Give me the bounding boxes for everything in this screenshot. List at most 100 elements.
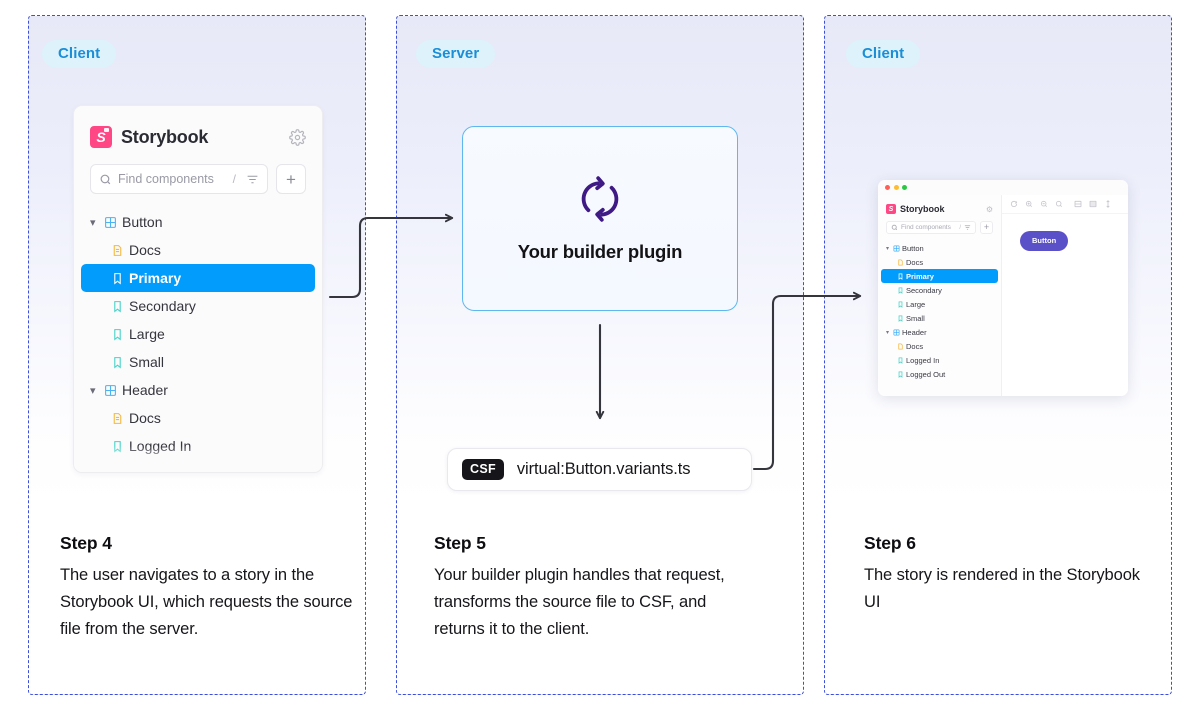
mini-storybook-header: S Storybook ⚙ <box>878 195 1001 214</box>
storybook-sidebar-card: S Storybook Find components / <box>73 105 323 473</box>
tree-row-header-logged-out[interactable]: Logged Out <box>878 367 1001 381</box>
chevron-down-icon: ▾ <box>886 245 890 252</box>
gear-icon[interactable] <box>289 128 306 146</box>
tree-label: Docs <box>129 410 161 426</box>
traffic-light-minimize-icon[interactable] <box>893 185 899 190</box>
tree-label: Docs <box>906 257 924 267</box>
badge-client-right: Client <box>846 40 921 68</box>
story-icon <box>897 272 906 280</box>
step-5-caption: Step 5 Your builder plugin handles that … <box>434 533 744 643</box>
builder-plugin-box: Your builder plugin <box>462 126 738 311</box>
tree-row-header-docs[interactable]: Docs <box>878 339 1001 353</box>
story-icon <box>111 300 129 313</box>
tree-label: Header <box>902 327 927 337</box>
docs-icon <box>897 342 906 350</box>
storybook-logo-icon: S <box>90 126 112 148</box>
step-body: The story is rendered in the Storybook U… <box>864 566 1140 611</box>
step-body: Your builder plugin handles that request… <box>434 566 725 638</box>
tree-fade-overlay <box>74 446 322 472</box>
story-icon <box>111 328 129 341</box>
traffic-light-maximize-icon[interactable] <box>902 185 907 190</box>
tree-row-header-logged-in[interactable]: Logged In <box>878 353 1001 367</box>
component-icon <box>104 384 122 397</box>
gear-icon[interactable]: ⚙ <box>985 204 993 214</box>
tree-label: Button <box>902 243 924 253</box>
tree-row-button-small[interactable]: Small <box>74 348 322 376</box>
tree-row-button-secondary[interactable]: Secondary <box>74 292 322 320</box>
tree-row-button-docs[interactable]: Docs <box>878 255 1001 269</box>
tree-label: Small <box>129 354 165 370</box>
search-placeholder: Find components <box>118 172 214 186</box>
story-icon <box>897 356 906 364</box>
add-component-button[interactable]: + <box>276 164 306 194</box>
tree-label: Large <box>906 299 926 309</box>
measure-icon[interactable] <box>1104 200 1112 208</box>
mini-storybook-window: S Storybook ⚙ Find components / <box>878 180 1128 396</box>
storybook-logo-letter: S <box>888 205 894 213</box>
tree-row-button[interactable]: ▾ Button <box>74 208 322 236</box>
badge-server: Server <box>416 40 496 68</box>
tree-row-button-docs[interactable]: Docs <box>74 236 322 264</box>
search-input[interactable]: Find components / <box>90 164 268 194</box>
mini-sidebar: S Storybook ⚙ Find components / <box>878 195 1002 396</box>
component-icon <box>104 216 122 229</box>
tree-label: Header <box>122 382 168 398</box>
story-icon <box>897 370 906 378</box>
component-icon <box>893 244 902 252</box>
tree-label: Logged In <box>906 355 940 365</box>
mini-window-titlebar <box>878 180 1128 195</box>
search-input[interactable]: Find components / <box>886 221 976 234</box>
story-preview-button[interactable]: Button <box>1020 231 1069 251</box>
tree-row-button-primary[interactable]: Primary <box>81 264 315 292</box>
tree-row-button-small[interactable]: Small <box>878 311 1001 325</box>
mini-search-row: Find components / + <box>878 214 1001 234</box>
chevron-down-icon: ▾ <box>90 384 96 397</box>
storybook-wordmark: Storybook <box>121 126 209 147</box>
tree-label: Button <box>122 214 163 230</box>
refresh-circular-arrows-icon <box>581 175 619 222</box>
zoom-reset-icon[interactable] <box>1055 200 1063 208</box>
tree-label: Logged Out <box>906 369 946 379</box>
tree-row-button-large[interactable]: Large <box>878 297 1001 311</box>
tree-row-header[interactable]: ▾ Header <box>878 325 1001 339</box>
tree-row-button-primary[interactable]: Primary <box>881 269 998 283</box>
storybook-logo-letter: S <box>96 129 106 145</box>
story-icon <box>111 272 129 285</box>
tree-label: Secondary <box>906 285 942 295</box>
chevron-down-icon: ▾ <box>886 329 890 336</box>
refresh-icon[interactable] <box>1010 200 1018 208</box>
mini-preview-pane: Button <box>1002 195 1128 396</box>
tree-row-button-large[interactable]: Large <box>74 320 322 348</box>
tree-label: Docs <box>906 341 924 351</box>
csf-tag: CSF <box>462 458 504 481</box>
tree-label: Primary <box>129 270 182 286</box>
component-tree: ▾ Button Docs <box>74 194 322 460</box>
storybook-wordmark: Storybook <box>900 204 945 214</box>
zoom-out-icon[interactable] <box>1040 200 1048 208</box>
story-icon <box>897 300 906 308</box>
story-icon <box>897 314 906 322</box>
step-title: Step 4 <box>60 533 112 553</box>
search-icon <box>891 224 898 231</box>
search-shortcut: / <box>959 224 961 231</box>
tree-row-button[interactable]: ▾ Button <box>878 241 1001 255</box>
chevron-down-icon: ▾ <box>90 216 96 229</box>
grid-icon[interactable] <box>1074 200 1082 208</box>
mini-component-tree: ▾ Button Docs <box>878 234 1001 381</box>
mini-tree-fade-overlay <box>878 382 1001 396</box>
filter-icon <box>247 175 258 183</box>
add-component-button[interactable]: + <box>980 221 993 234</box>
tree-label: Small <box>906 313 925 323</box>
traffic-light-close-icon[interactable] <box>885 185 890 190</box>
tree-row-button-secondary[interactable]: Secondary <box>878 283 1001 297</box>
tree-row-header-docs[interactable]: Docs <box>74 404 322 432</box>
zoom-in-icon[interactable] <box>1025 200 1033 208</box>
step-body: The user navigates to a story in the Sto… <box>60 566 353 638</box>
step-title: Step 6 <box>864 533 916 553</box>
search-icon <box>100 174 111 184</box>
background-icon[interactable] <box>1089 200 1097 208</box>
tree-row-header[interactable]: ▾ Header <box>74 376 322 404</box>
tree-label: Secondary <box>129 298 196 314</box>
tree-label: Docs <box>129 242 161 258</box>
story-canvas: Button <box>1002 214 1128 396</box>
